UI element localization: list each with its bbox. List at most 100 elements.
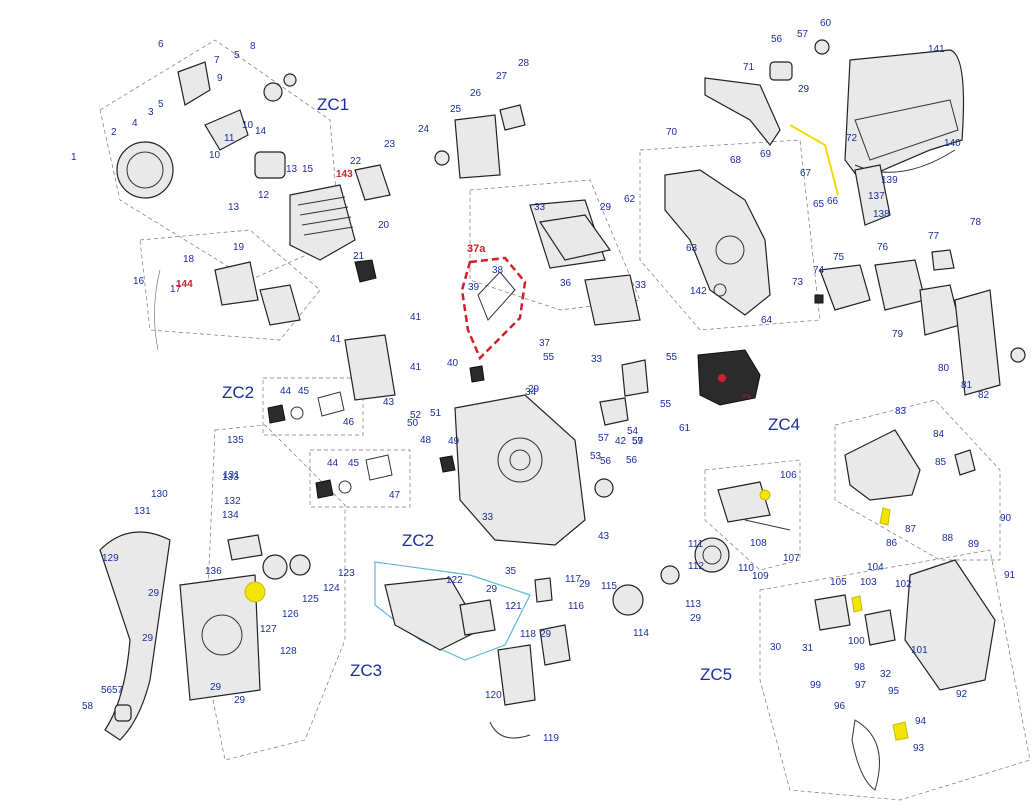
sprocket-cover xyxy=(844,429,921,501)
callout-139: 139 xyxy=(881,175,898,186)
carburetor-assembly xyxy=(814,249,1026,396)
callout-8: 8 xyxy=(250,41,256,52)
callout-33: 33 xyxy=(635,280,647,291)
callout-29: 29 xyxy=(486,584,498,595)
callout-63: 63 xyxy=(686,243,698,254)
callout-48: 48 xyxy=(420,435,432,446)
clutch-drum-inner xyxy=(702,545,722,565)
callout-43: 43 xyxy=(598,531,610,542)
spring-highlight-92 xyxy=(892,721,909,741)
callout-38: 38 xyxy=(492,265,504,276)
spark-plug xyxy=(354,259,377,283)
callout-74: 74 xyxy=(813,265,825,276)
filter-plate xyxy=(584,274,641,326)
crankcase-bore xyxy=(497,437,543,483)
crankshaft xyxy=(204,109,249,151)
callout-57: 57 xyxy=(598,433,610,444)
inset-37a-label: 37a xyxy=(742,394,751,400)
clutch-drum xyxy=(694,537,730,573)
callout-32: 32 xyxy=(880,669,892,680)
callout-112: 112 xyxy=(688,561,704,572)
clutch-spring xyxy=(744,519,791,531)
callout-4: 4 xyxy=(132,118,138,129)
callout-76: 76 xyxy=(877,242,889,253)
callout-82: 82 xyxy=(978,390,990,401)
cover-plate-30 xyxy=(538,214,612,261)
callout-113: 113 xyxy=(685,599,701,610)
callout-52: 52 xyxy=(410,410,422,421)
callout-39: 39 xyxy=(468,282,480,293)
oil-cap xyxy=(315,479,334,499)
callout-68: 68 xyxy=(730,155,742,166)
callout-3: 3 xyxy=(148,107,154,118)
fuel-cap xyxy=(267,404,286,424)
part-37a-label: 37a xyxy=(467,243,486,255)
clutch-column xyxy=(489,537,730,739)
callout-43: 43 xyxy=(383,397,395,408)
zc4-box xyxy=(704,459,801,571)
callout-111: 111 xyxy=(688,539,704,550)
callout-104: 104 xyxy=(867,562,884,573)
callout-117: 117 xyxy=(565,574,581,585)
fuel-filter xyxy=(469,365,485,383)
zc3-left-outline xyxy=(204,424,346,761)
callout-34: 34 xyxy=(525,387,537,398)
callout-135: 135 xyxy=(227,435,244,446)
air-filter-cover xyxy=(954,289,1001,396)
ignition-module xyxy=(259,284,301,326)
callout-29: 29 xyxy=(210,682,222,693)
callout-41: 41 xyxy=(410,312,422,323)
callout-61: 61 xyxy=(679,423,691,434)
callout-24: 24 xyxy=(418,124,430,135)
muffler-gasket xyxy=(499,104,526,131)
callout-87: 87 xyxy=(905,524,917,535)
callout-49: 49 xyxy=(448,436,460,447)
muffler xyxy=(454,114,501,179)
crankcase-bearing-seat xyxy=(715,235,745,265)
callout-120: 120 xyxy=(485,690,502,701)
zc4-label: ZC4 xyxy=(768,415,800,434)
callout-97: 97 xyxy=(855,680,867,691)
callout-29: 29 xyxy=(142,633,154,644)
callout-77: 77 xyxy=(928,231,940,242)
callout-126: 126 xyxy=(282,609,299,620)
zc3-starter xyxy=(99,531,496,741)
choke-lever xyxy=(931,249,955,271)
callout-69: 69 xyxy=(760,149,772,160)
callout-29: 29 xyxy=(528,384,540,395)
spring-highlight-102 xyxy=(851,595,863,613)
guide-bar-assembly xyxy=(789,49,965,226)
air-filter xyxy=(919,284,961,336)
callout-114: 114 xyxy=(633,628,649,639)
callout-11: 11 xyxy=(224,133,235,144)
callout-121: 121 xyxy=(505,601,522,612)
rewind-spring-highlight xyxy=(244,581,266,603)
front-handle xyxy=(99,531,171,741)
callout-7: 7 xyxy=(214,55,220,66)
callout-12: 12 xyxy=(258,190,270,201)
callout-33: 33 xyxy=(591,354,603,365)
zc1-label: ZC1 xyxy=(317,95,349,114)
callout-9: 9 xyxy=(217,73,223,84)
chain-brake-housing xyxy=(384,577,481,651)
oring-orange xyxy=(814,294,824,304)
frame-assembly xyxy=(664,39,830,316)
callout-78: 78 xyxy=(970,217,982,228)
callout-70: 70 xyxy=(666,127,678,138)
callout-26: 26 xyxy=(470,88,482,99)
callout-143: 143 xyxy=(336,169,353,180)
callout-14: 14 xyxy=(255,126,267,137)
callout-99: 99 xyxy=(810,680,822,691)
callout-131: 131 xyxy=(223,470,240,481)
bar-plate xyxy=(704,77,781,147)
callout-134: 134 xyxy=(222,510,239,521)
brake-lever xyxy=(534,577,553,603)
oil-pump-pin xyxy=(718,374,726,382)
brake-band xyxy=(459,599,496,636)
callout-35: 35 xyxy=(505,566,517,577)
callout-89: 89 xyxy=(968,539,980,550)
fuel-cap-seal xyxy=(290,406,304,420)
callout-65: 65 xyxy=(813,199,825,210)
callout-109: 109 xyxy=(752,571,769,582)
